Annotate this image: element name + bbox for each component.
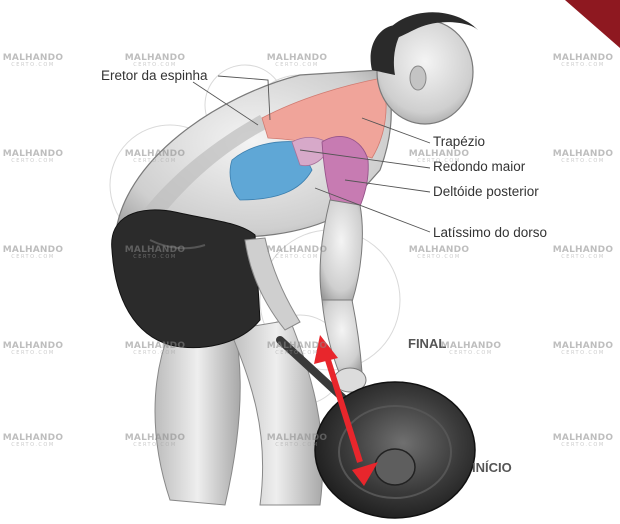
label-final: FINAL bbox=[408, 336, 447, 351]
hair bbox=[380, 12, 478, 42]
latissimus-muscle bbox=[229, 141, 313, 201]
shorts bbox=[111, 209, 261, 349]
corner-badge bbox=[565, 0, 620, 48]
plate-hub bbox=[374, 448, 416, 486]
leader-lines bbox=[192, 75, 431, 233]
back-leg bbox=[154, 329, 241, 506]
label-latissimo-do-dorso: Latíssimo do dorso bbox=[433, 225, 548, 240]
movement-arrow bbox=[314, 335, 378, 486]
far-arm bbox=[244, 237, 301, 331]
label-deltoide-posterior: Deltóide posterior bbox=[433, 184, 539, 199]
arrow-head-down bbox=[352, 462, 378, 486]
label-inicio: INÍCIO bbox=[472, 460, 512, 475]
label-redondo-maior: Redondo maior bbox=[433, 159, 526, 174]
erector-spinae-muscle bbox=[140, 115, 268, 225]
label-eretor-da-espinha: Eretor da espinha bbox=[101, 68, 208, 83]
ear bbox=[409, 65, 427, 91]
arrow-head-up bbox=[314, 335, 338, 364]
label-trapezio: Trapézio bbox=[433, 134, 486, 149]
